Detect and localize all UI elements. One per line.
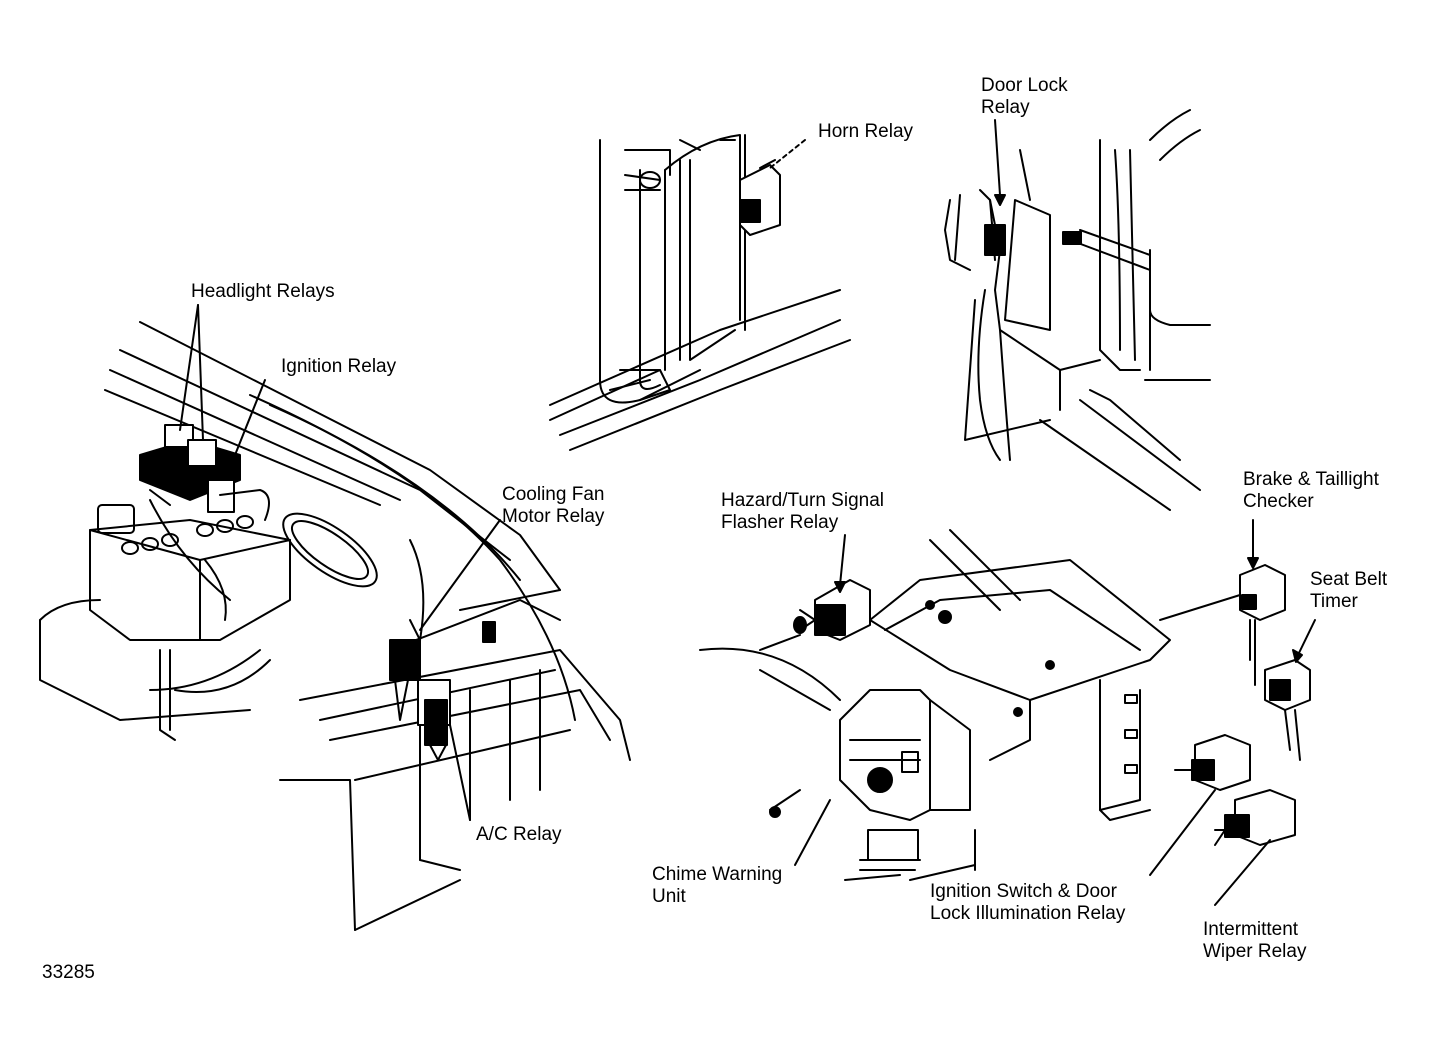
ac-relay-part bbox=[418, 680, 450, 760]
leader-lines-right bbox=[795, 520, 1315, 905]
horn-relay-pillar-illustration bbox=[550, 135, 850, 450]
seat-belt-timer-label: Seat Belt Timer bbox=[1310, 569, 1388, 612]
horn-relay-part bbox=[740, 160, 780, 235]
cooling-fan-motor-relay-label: Cooling Fan Motor Relay bbox=[502, 484, 605, 527]
seat-belt-timer-part bbox=[1265, 660, 1310, 760]
chime-warning-unit-part bbox=[840, 690, 970, 880]
chime-warning-unit-label: Chime Warning Unit bbox=[652, 864, 783, 907]
cooling-fan-relay-part bbox=[390, 540, 423, 720]
headlight-relays-label: Headlight Relays bbox=[191, 281, 335, 302]
ignition-switch-door-lock-illumination-relay-label: Ignition Switch & Door Lock Illumination… bbox=[930, 881, 1126, 924]
ignition-relay-label: Ignition Relay bbox=[281, 356, 397, 377]
instrument-panel-illustration bbox=[700, 530, 1310, 880]
battery bbox=[90, 505, 290, 640]
hazard-flasher-relay-part bbox=[794, 580, 870, 640]
door-lock-relay-label: Door Lock Relay bbox=[981, 75, 1068, 118]
intermittent-wiper-relay-label: Intermittent Wiper Relay bbox=[1203, 919, 1307, 962]
leader-lines-door-lock bbox=[995, 120, 1005, 205]
leader-lines-horn bbox=[770, 140, 805, 168]
hazard-turn-signal-flasher-relay-label: Hazard/Turn Signal Flasher Relay bbox=[721, 490, 884, 533]
figure-number: 33285 bbox=[42, 962, 95, 983]
leader-lines-left bbox=[180, 305, 500, 820]
brake-taillight-checker-label: Brake & Taillight Checker bbox=[1243, 469, 1379, 512]
ac-relay-label: A/C Relay bbox=[476, 824, 562, 845]
intermittent-wiper-relay-part bbox=[1215, 790, 1295, 845]
brake-taillight-checker-part bbox=[1240, 565, 1285, 685]
horn-relay-label: Horn Relay bbox=[818, 121, 914, 142]
engine-relay-block bbox=[140, 425, 269, 600]
ignition-switch-illumination-relay-part bbox=[1175, 735, 1250, 790]
engine-compartment-illustration bbox=[40, 322, 630, 930]
door-lock-pillar-illustration bbox=[945, 110, 1210, 510]
